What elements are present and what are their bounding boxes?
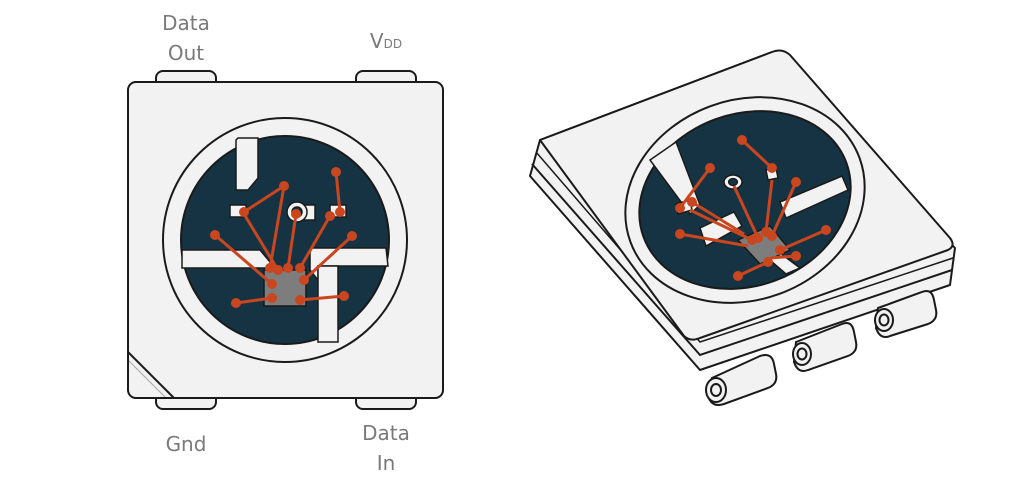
label-data-out-line1: Data [162, 11, 210, 35]
iso-die-area [638, 110, 852, 290]
bond-wires [210, 167, 357, 308]
label-data-in-line2: In [377, 451, 396, 475]
iso-pins [705, 290, 938, 406]
label-vdd-sub: DD [384, 37, 402, 51]
label-vdd-main: V [370, 29, 384, 53]
top-view-package [127, 70, 444, 410]
label-data-in-line1: Data [362, 421, 410, 445]
label-gnd: Gnd [166, 432, 207, 456]
pin1-chamfer-mark [127, 351, 175, 399]
die-area [180, 135, 390, 345]
iso-bond-wires [675, 135, 831, 281]
isometric-view-package [529, 49, 956, 406]
label-vdd: VDD [370, 29, 402, 53]
label-data-out-line2: Out [168, 41, 204, 65]
